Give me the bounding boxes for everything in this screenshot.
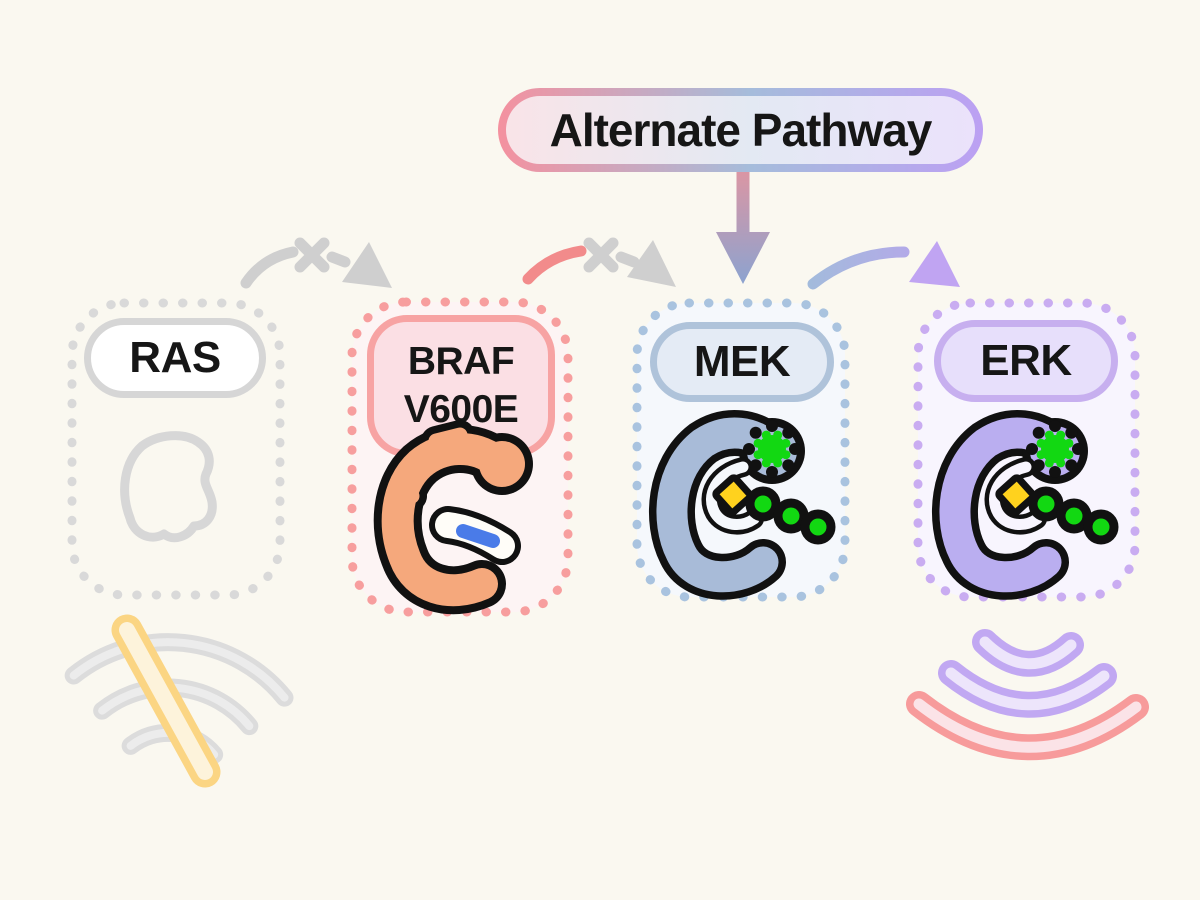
arrow-braf-mek — [522, 237, 676, 287]
inhibitor-pill-icon — [429, 506, 521, 565]
arrow-ras-braf — [240, 237, 392, 289]
signal-off-icon — [64, 614, 294, 788]
node-pill-erk: ERK — [934, 320, 1118, 402]
arrowhead-mek-erk — [909, 241, 960, 287]
alt-pathway-arrow — [716, 171, 770, 284]
ras-protein-icon — [120, 431, 217, 543]
mek-kinase-icon — [649, 410, 831, 600]
node-pill-mek: MEK — [650, 322, 834, 402]
arrow-mek-erk — [807, 241, 960, 290]
blocked-x-ras-braf — [294, 237, 330, 273]
signal-on-icon — [906, 629, 1149, 761]
signal-blocked-slash-icon — [111, 614, 221, 788]
mek-label: MEK — [693, 337, 791, 386]
arrowhead-ras-braf — [342, 242, 392, 288]
ras-label: RAS — [129, 333, 221, 382]
phospho-chain-icon — [715, 477, 831, 540]
phospho-chain-icon — [998, 477, 1114, 540]
phospho-gear-icon — [1026, 420, 1084, 478]
arrowhead-braf-mek — [627, 240, 676, 287]
erk-kinase-icon — [932, 410, 1114, 600]
blocked-x-braf-mek — [583, 237, 619, 273]
braf-label: BRAF — [407, 340, 515, 384]
erk-label: ERK — [980, 336, 1072, 385]
alt-pathway-pill: Alternate Pathway — [498, 88, 983, 172]
alt-pathway-label: Alternate Pathway — [549, 104, 933, 156]
braf-sublabel: V600E — [403, 388, 519, 431]
node-pill-ras: RAS — [84, 318, 266, 398]
node-pill-braf: BRAF V600E — [367, 315, 555, 457]
phospho-gear-icon — [743, 420, 801, 478]
